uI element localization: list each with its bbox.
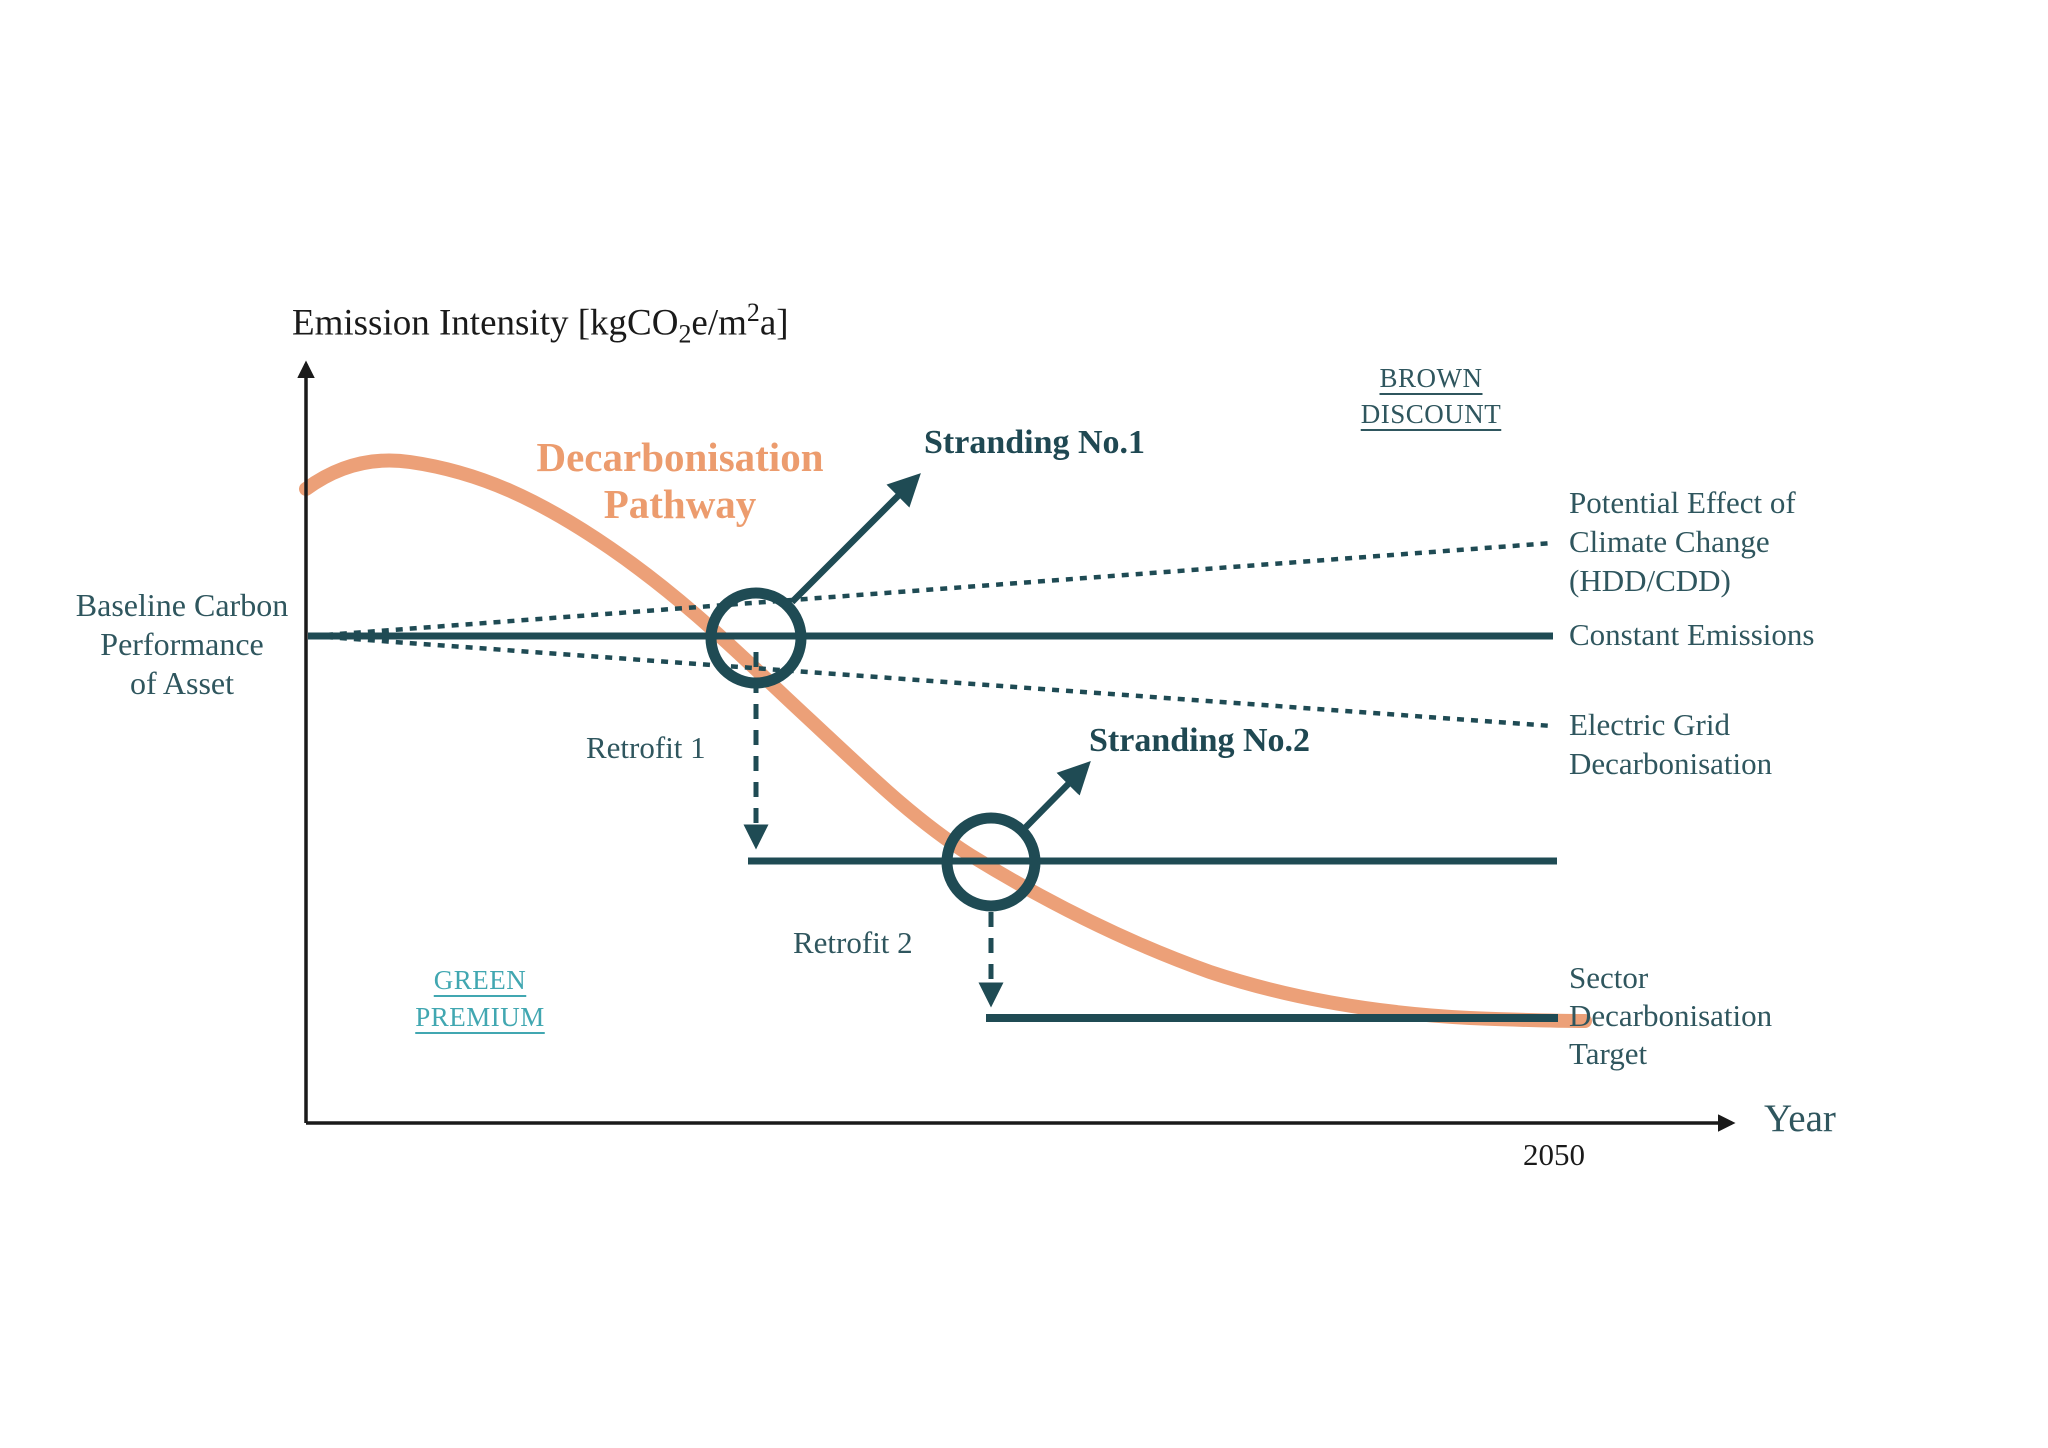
stranding2-label: Stranding No.2: [1089, 722, 1311, 759]
baseline-label: Baseline Carbon Performance of Asset: [30, 586, 334, 703]
y-axis-title: Emission Intensity [kgCO2e/m2a]: [292, 298, 789, 350]
decarbonisation-pathway-curve: [299, 453, 1592, 1028]
electric-grid-label-line2: Decarbonisation: [1569, 746, 1773, 781]
stranding2-circle: [941, 812, 1041, 912]
stranding2-arrow: [1022, 761, 1091, 831]
pathway-label-line1: Decarbonisation: [536, 434, 824, 480]
green-premium-line1: GREEN: [433, 965, 527, 995]
climate-change-label: Potential Effect of Climate Change (HDD/…: [1569, 483, 1796, 600]
climate-change-label-line2: Climate Change: [1569, 524, 1770, 559]
sector-target-label-line3: Target: [1569, 1036, 1648, 1071]
baseline-label-line3: of Asset: [130, 665, 234, 701]
pathway-label: Decarbonisation Pathway: [529, 434, 831, 528]
retrofit2-label: Retrofit 2: [793, 925, 913, 960]
brown-discount-label: BROWN DISCOUNT: [1331, 360, 1531, 432]
electric-grid-label: Electric Grid Decarbonisation: [1569, 705, 1772, 783]
sector-target-label-line2: Decarbonisation: [1569, 998, 1773, 1033]
y-axis-title-superscript: 2: [746, 298, 760, 327]
baseline-label-line2: Performance: [100, 626, 264, 662]
sector-target-label: Sector Decarbonisation Target: [1569, 959, 1772, 1073]
sector-target-label-line1: Sector: [1569, 960, 1649, 995]
x-axis-tick-2050: 2050: [1523, 1137, 1585, 1172]
climate-change-label-line3: (HDD/CDD): [1569, 563, 1731, 598]
baseline-label-line1: Baseline Carbon: [75, 587, 289, 623]
constant-emissions-label: Constant Emissions: [1569, 617, 1815, 652]
electric-grid-label-line1: Electric Grid: [1569, 707, 1730, 742]
climate-change-dotted-line: [311, 540, 1553, 639]
retrofit1-label: Retrofit 1: [586, 730, 706, 765]
brown-discount-line2: DISCOUNT: [1360, 399, 1502, 429]
stranding1-arrow: [789, 473, 921, 605]
y-axis-title-pre: Emission Intensity [kgCO: [292, 302, 679, 344]
y-axis-title-mid: e/m: [691, 302, 747, 344]
grid-decarbonisation-dotted-line: [311, 633, 1553, 729]
brown-discount-line1: BROWN: [1379, 363, 1483, 393]
green-premium-label: GREEN PREMIUM: [380, 962, 580, 1036]
climate-change-label-line1: Potential Effect of: [1569, 485, 1796, 520]
pathway-label-line2: Pathway: [603, 481, 757, 527]
stranding1-circle: [705, 587, 807, 689]
stranding1-label: Stranding No.1: [924, 424, 1146, 461]
y-axis-title-subscript: 2: [678, 319, 692, 349]
x-axis-label: Year: [1764, 1097, 1836, 1140]
y-axis-title-post: a]: [759, 302, 789, 344]
green-premium-line2: PREMIUM: [415, 1002, 545, 1032]
